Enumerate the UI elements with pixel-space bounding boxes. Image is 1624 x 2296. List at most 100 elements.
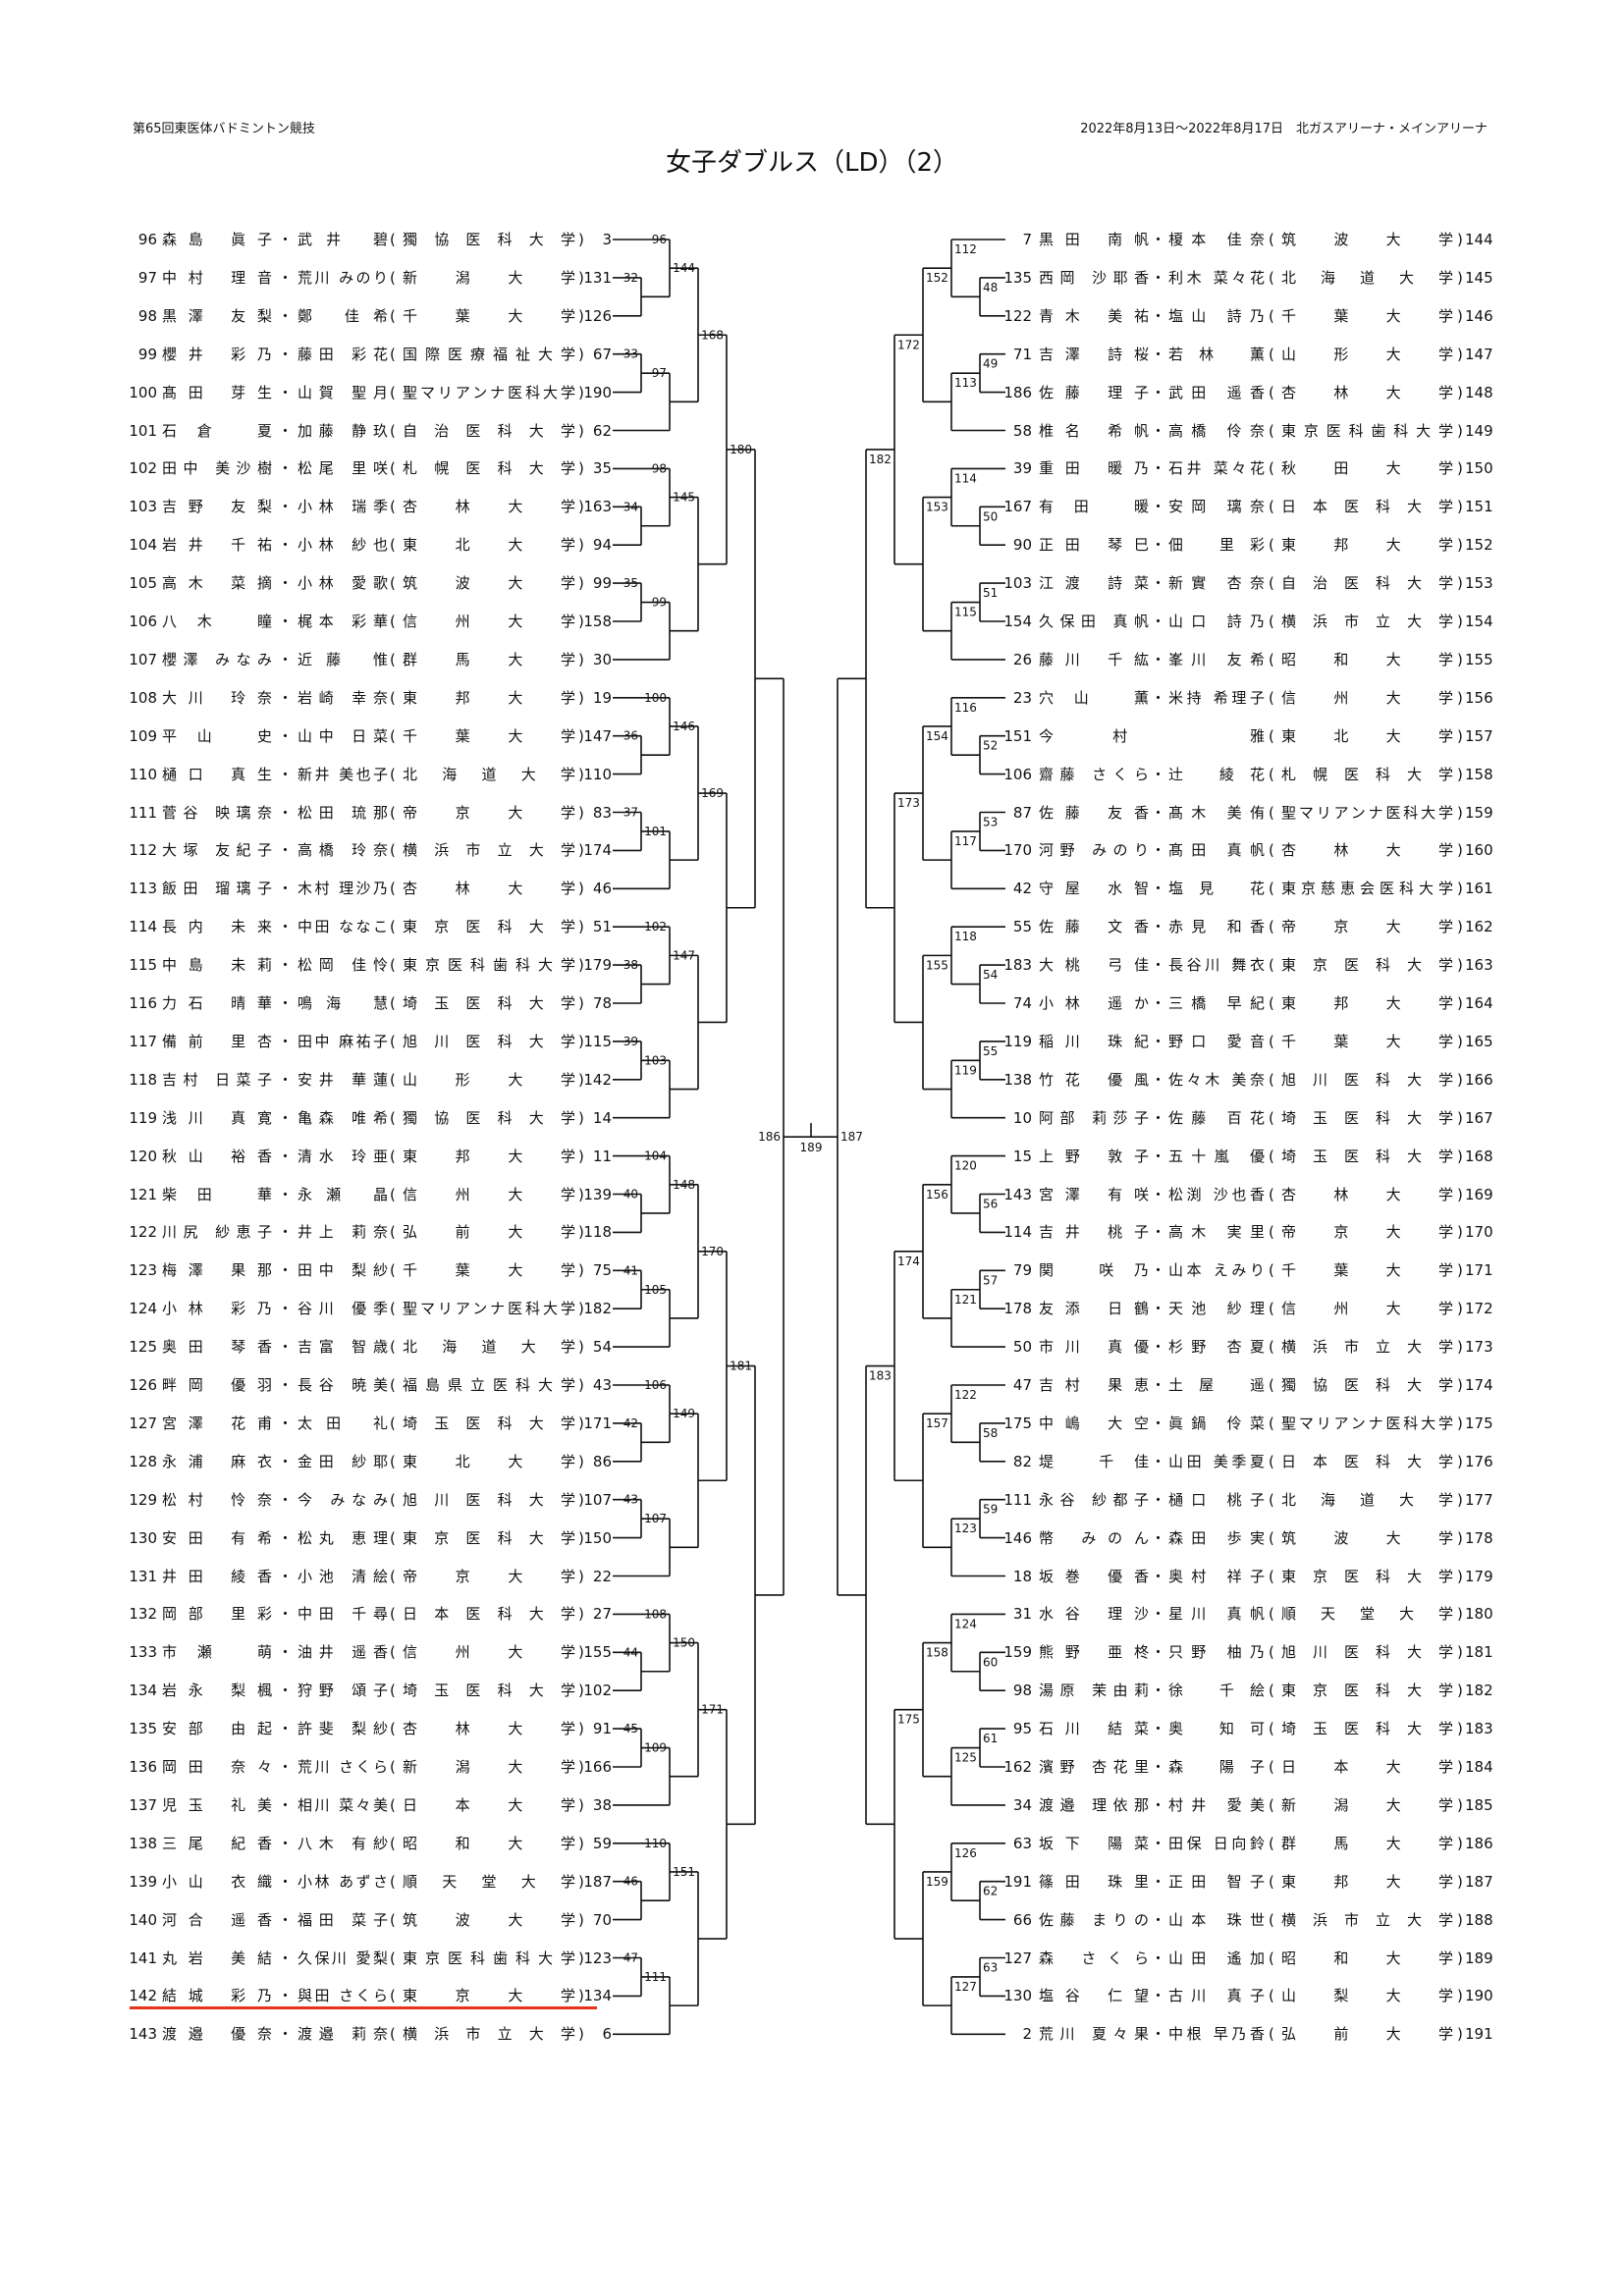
draw-number: 186 [1465, 1834, 1493, 1852]
university: 信州大学 [403, 1185, 575, 1203]
seed-number: 187 [583, 1872, 612, 1891]
player-1-name: 小林 彩乃 [162, 1300, 272, 1318]
seed-number: 71 [1012, 345, 1032, 363]
paren-close: ) [1457, 918, 1463, 936]
seed-number: 158 [583, 613, 612, 630]
university: 埼玉医科大学 [1281, 1108, 1453, 1127]
draw-number: 148 [1465, 383, 1493, 401]
paren-open: ( [1269, 1605, 1274, 1624]
name-separator: ・ [278, 1528, 294, 1547]
university: 千葉大学 [1281, 1261, 1453, 1280]
paren-open: ( [1269, 1987, 1274, 2005]
player-2-name: 中根 早乃香 [1168, 2025, 1265, 2044]
name-separator: ・ [278, 1834, 294, 1852]
university: 新潟大学 [1281, 1795, 1453, 1814]
player-2-name: 高木 実里 [1168, 1223, 1265, 1242]
university: 獨協医科大学 [403, 231, 575, 248]
player-2-name: 只野 柚乃 [1168, 1643, 1265, 1662]
paren-close: ) [1457, 688, 1463, 707]
player-2-name: 新井 美也子 [298, 765, 388, 783]
player-1-name: 市川 真優 [1039, 1338, 1149, 1357]
player-1-name: 濱野 杏花里 [1039, 1758, 1149, 1776]
draw-number: 170 [1465, 1223, 1493, 1242]
match-number: 152 [926, 271, 948, 285]
draw-number: 161 [1465, 880, 1493, 898]
paren-open: ( [390, 841, 396, 860]
name-separator: ・ [278, 1682, 294, 1700]
match-number: 96 [652, 233, 667, 246]
name-separator: ・ [278, 1185, 294, 1203]
seed-number: 98 [1012, 1682, 1032, 1700]
name-separator: ・ [278, 765, 294, 783]
draw-number: 103 [129, 498, 157, 516]
player-1-name: 長内 未来 [162, 918, 272, 936]
name-separator: ・ [1151, 1758, 1166, 1776]
paren-open: ( [1269, 1376, 1274, 1394]
seed-number: 178 [1003, 1300, 1032, 1318]
draw-number: 128 [129, 1452, 157, 1470]
player-1-name: 樋口 真生 [162, 765, 272, 783]
seed-number: 15 [1012, 1147, 1032, 1165]
seed-number: 18 [1012, 1567, 1032, 1585]
match-number: 153 [926, 501, 948, 514]
name-separator: ・ [278, 2025, 294, 2044]
paren-open: ( [390, 650, 396, 668]
paren-open: ( [1269, 1949, 1274, 1967]
match-number: 106 [644, 1378, 667, 1392]
seed-number: 110 [583, 765, 612, 783]
draw-number: 107 [129, 650, 157, 668]
name-separator: ・ [278, 1605, 294, 1624]
university: 北海道大学 [1281, 1490, 1453, 1509]
match-number: 107 [644, 1512, 667, 1525]
seed-number: 175 [1003, 1414, 1032, 1432]
player-2-name: 金田 紗耶 [298, 1452, 388, 1470]
name-separator: ・ [278, 1261, 294, 1280]
player-2-name: 米持 希理子 [1168, 688, 1265, 707]
draw-number: 183 [1465, 1720, 1493, 1738]
university: 東邦大学 [1281, 994, 1453, 1012]
paren-close: ) [1457, 1987, 1463, 2005]
match-number: 187 [840, 1130, 863, 1144]
draw-number: 163 [1465, 956, 1493, 975]
match-number: 119 [954, 1063, 977, 1077]
seed-number: 123 [583, 1949, 612, 1967]
name-separator: ・ [1151, 459, 1166, 478]
match-number: 157 [926, 1416, 948, 1430]
match-number: 159 [926, 1875, 948, 1889]
match-number: 33 [623, 347, 638, 361]
draw-number: 145 [1465, 268, 1493, 287]
university: 杏林大学 [403, 498, 575, 516]
university: 弘前大学 [1281, 2025, 1453, 2044]
name-separator: ・ [278, 1872, 294, 1891]
match-number: 181 [730, 1360, 752, 1373]
paren-close: ) [578, 918, 584, 936]
match-number: 147 [673, 948, 695, 962]
player-2-name: 松岡 佳怜 [298, 956, 388, 975]
player-2-name: 樋口 桃子 [1168, 1490, 1265, 1509]
paren-open: ( [390, 498, 396, 516]
draw-number: 127 [129, 1414, 157, 1432]
draw-number: 102 [129, 459, 157, 478]
player-2-name: 山賀 聖月 [298, 383, 388, 401]
university: 横浜市立大学 [403, 2025, 575, 2044]
player-2-name: 天池 紗理 [1168, 1300, 1265, 1318]
name-separator: ・ [1151, 1682, 1166, 1700]
university: 帝京大学 [1281, 1223, 1453, 1242]
name-separator: ・ [278, 1987, 294, 2005]
paren-open: ( [1269, 231, 1274, 248]
player-2-name: 武井 碧 [298, 231, 388, 248]
seed-number: 114 [1003, 1223, 1032, 1242]
match-number: 156 [926, 1188, 948, 1201]
